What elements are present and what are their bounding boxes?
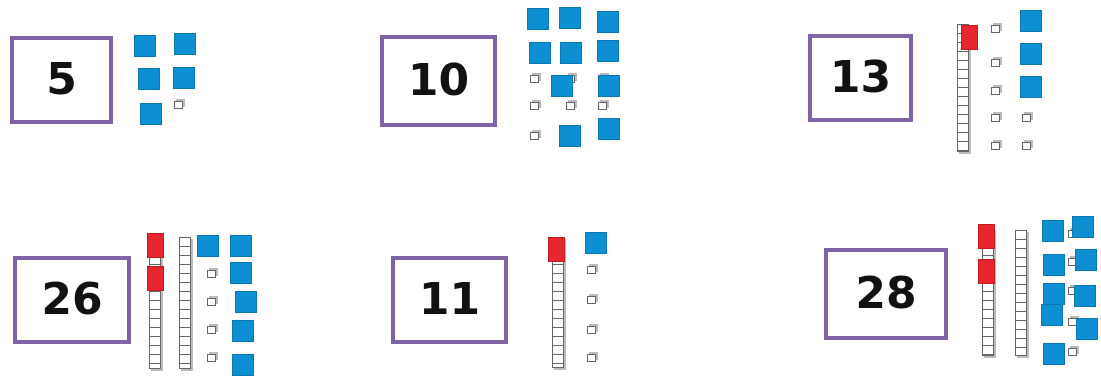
blue-cover [134,35,156,57]
unit-cube [530,102,539,110]
blue-cover [1075,249,1097,271]
blue-cover [197,235,219,257]
number-box-5: 5 [10,36,113,124]
blue-cover [585,232,607,254]
ten-rod [179,237,191,369]
blue-cover [551,75,573,97]
number-label: 10 [408,59,469,103]
unit-cube [207,298,216,306]
blue-cover [1042,220,1064,242]
blue-cover [1072,216,1094,238]
blue-cover [1041,304,1063,326]
blue-cover [1043,283,1065,305]
blue-cover [138,68,160,90]
unit-cube [991,59,1000,67]
number-box-10: 10 [380,35,497,127]
unit-cube [174,101,183,109]
red-cover [978,259,995,284]
blue-cover [529,42,551,64]
red-cover [147,233,164,258]
blue-cover [232,320,254,342]
blue-cover [174,33,196,55]
blue-cover [1043,254,1065,276]
unit-cube [587,326,596,334]
blue-cover [559,7,581,29]
unit-cube [598,102,607,110]
blue-cover [173,67,195,89]
unit-cube [530,132,539,140]
number-label: 5 [46,58,77,102]
unit-cube [991,114,1000,122]
red-cover [978,224,995,249]
unit-cube [587,266,596,274]
number-box-11: 11 [391,256,508,344]
number-box-26: 26 [13,256,131,344]
blue-cover [1076,318,1098,340]
blue-cover [1020,43,1042,65]
unit-cube [1068,348,1077,356]
blue-cover [232,354,254,376]
unit-cube [587,296,596,304]
unit-cube [530,75,539,83]
blue-cover [560,42,582,64]
unit-cube [587,354,596,362]
unit-cube [207,326,216,334]
number-box-13: 13 [808,34,913,122]
unit-cube [1022,142,1031,150]
unit-cube [1022,114,1031,122]
unit-cube [207,354,216,362]
blue-cover [559,125,581,147]
blue-cover [230,262,252,284]
blue-cover [597,40,619,62]
blue-cover [235,291,257,313]
unit-cube [991,142,1000,150]
red-cover [548,237,565,262]
blue-cover [140,103,162,125]
blue-cover [1043,343,1065,365]
ten-rod [1015,230,1027,356]
blue-cover [1074,285,1096,307]
unit-cube [207,270,216,278]
blue-cover [1020,10,1042,32]
blue-cover [527,8,549,30]
number-label: 28 [855,272,916,316]
number-label: 26 [41,278,102,322]
blue-cover [598,118,620,140]
blue-cover [598,75,620,97]
blue-cover [1020,76,1042,98]
blue-cover [597,11,619,33]
red-cover [961,25,978,50]
blue-cover [230,235,252,257]
unit-cube [566,102,575,110]
unit-cube [991,25,1000,33]
red-cover [147,266,164,291]
number-label: 13 [830,56,891,100]
number-label: 11 [419,278,480,322]
number-box-28: 28 [824,248,948,340]
unit-cube [991,87,1000,95]
